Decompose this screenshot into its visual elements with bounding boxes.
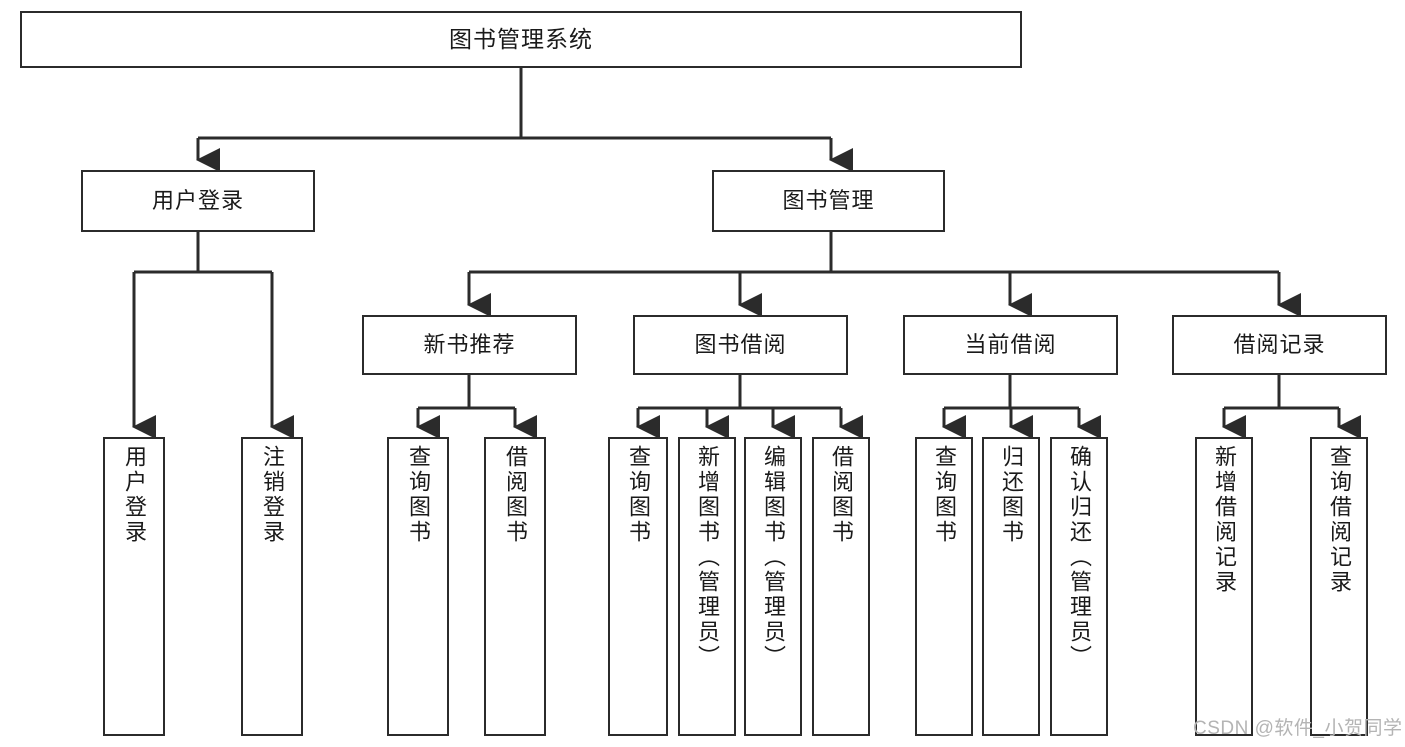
node-leaf-query-book-borrow-label: 查询图书 [626, 445, 651, 545]
node-leaf-query-book-rec-label: 查询图书 [406, 445, 431, 545]
node-leaf-edit-book-admin[interactable]: 编辑图书（管理员） [744, 437, 802, 736]
node-leaf-query-borrow-record[interactable]: 查询借阅记录 [1310, 437, 1368, 736]
node-leaf-add-borrow-record[interactable]: 新增借阅记录 [1195, 437, 1253, 736]
node-leaf-confirm-return-admin[interactable]: 确认归还（管理员） [1050, 437, 1108, 736]
node-root[interactable]: 图书管理系统 [20, 11, 1022, 68]
node-leaf-add-borrow-record-label: 新增借阅记录 [1212, 445, 1237, 595]
node-leaf-logout-label: 注销登录 [260, 445, 285, 545]
node-leaf-borrow-book[interactable]: 借阅图书 [812, 437, 870, 736]
node-leaf-user-login-label: 用户登录 [122, 445, 147, 545]
node-borrow-record[interactable]: 借阅记录 [1172, 315, 1387, 375]
node-leaf-return-book-label: 归还图书 [999, 445, 1024, 545]
node-leaf-query-book-current-label: 查询图书 [932, 445, 957, 545]
node-root-label: 图书管理系统 [449, 25, 593, 52]
node-new-book-recommend[interactable]: 新书推荐 [362, 315, 577, 375]
node-leaf-query-book-current[interactable]: 查询图书 [915, 437, 973, 736]
node-leaf-borrow-book-rec-label: 借阅图书 [503, 445, 528, 545]
node-book-management-label: 图书管理 [782, 187, 875, 213]
node-book-management[interactable]: 图书管理 [712, 170, 945, 232]
node-leaf-query-book-rec[interactable]: 查询图书 [387, 437, 449, 736]
node-leaf-add-book-admin[interactable]: 新增图书（管理员） [678, 437, 736, 736]
node-current-borrow[interactable]: 当前借阅 [903, 315, 1118, 375]
node-leaf-query-book-borrow[interactable]: 查询图书 [608, 437, 668, 736]
node-new-book-recommend-label: 新书推荐 [423, 331, 516, 357]
node-leaf-borrow-book-label: 借阅图书 [829, 445, 854, 545]
node-leaf-add-book-admin-label: 新增图书（管理员） [695, 445, 720, 670]
node-leaf-edit-book-admin-label: 编辑图书（管理员） [761, 445, 786, 670]
node-leaf-user-login[interactable]: 用户登录 [103, 437, 165, 736]
node-leaf-query-borrow-record-label: 查询借阅记录 [1327, 445, 1352, 595]
node-leaf-borrow-book-rec[interactable]: 借阅图书 [484, 437, 546, 736]
node-leaf-logout[interactable]: 注销登录 [241, 437, 303, 736]
node-current-borrow-label: 当前借阅 [964, 331, 1057, 357]
node-borrow-record-label: 借阅记录 [1233, 331, 1326, 357]
csdn-watermark: CSDN @软件_小贺同学 [1193, 718, 1403, 739]
node-book-borrow-label: 图书借阅 [694, 331, 787, 357]
node-leaf-confirm-return-admin-label: 确认归还（管理员） [1067, 445, 1092, 670]
node-leaf-return-book[interactable]: 归还图书 [982, 437, 1040, 736]
node-user-login-label: 用户登录 [151, 187, 244, 213]
node-book-borrow[interactable]: 图书借阅 [633, 315, 848, 375]
node-user-login[interactable]: 用户登录 [81, 170, 315, 232]
